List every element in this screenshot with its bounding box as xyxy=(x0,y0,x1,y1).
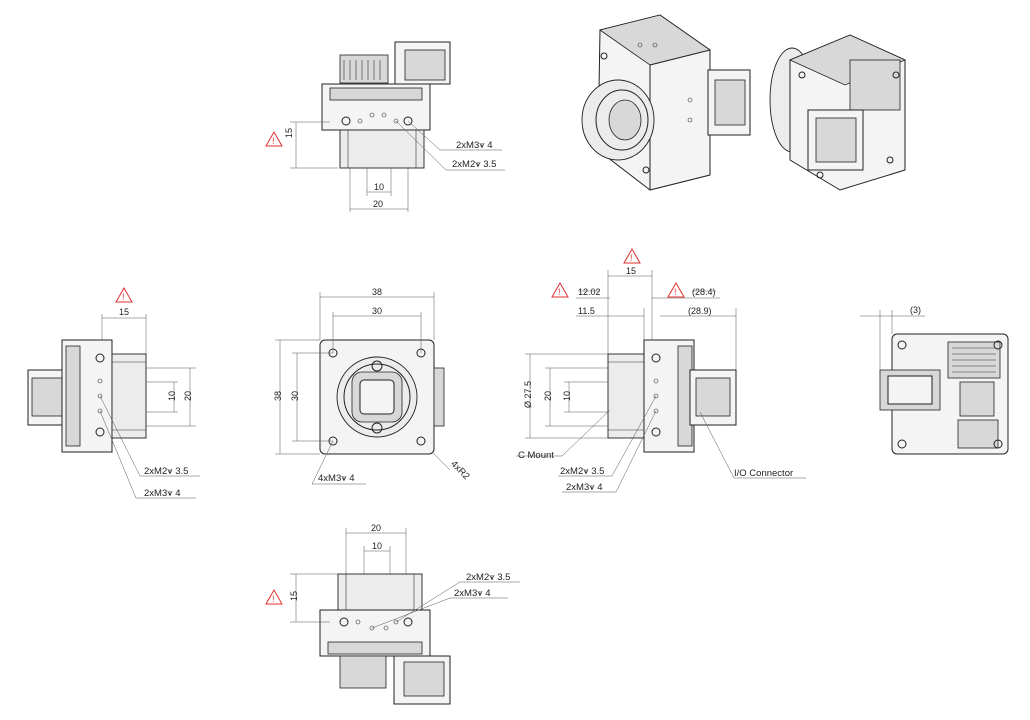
back-view-io-jack-inner xyxy=(887,375,933,405)
bottom-view-dim-inner: 10 xyxy=(372,541,382,551)
front-view-screw xyxy=(371,422,383,434)
left-view-board xyxy=(65,345,81,447)
right-view-dim-10: 10 xyxy=(562,391,572,401)
top-view-callout-m2: 2xM2⩛ 3.5 xyxy=(452,159,496,170)
iso-view-front xyxy=(581,14,751,191)
bottom-view-warning-icon xyxy=(265,588,283,605)
top-view-hole-small xyxy=(381,112,387,118)
front-view: 38 30 38 30 4xM3⩛ 4 4xR2 xyxy=(273,287,472,485)
top-view-warning-icon xyxy=(265,130,283,147)
front-view-side-connector xyxy=(433,367,445,427)
iso-back-top xyxy=(788,34,907,86)
right-view-dim-20: 20 xyxy=(543,391,553,401)
front-view-mount-hole xyxy=(416,436,426,446)
right-view-callout-m3: 2xM3⩛ 4 xyxy=(566,482,603,493)
bottom-view-board xyxy=(327,641,423,655)
top-view-hole-small xyxy=(357,118,363,124)
bottom-view-callout-m2: 2xM2⩛ 3.5 xyxy=(466,572,510,583)
top-view-warning-symbol: ! xyxy=(272,136,275,146)
right-view-warning-icon-3 xyxy=(667,281,685,298)
top-view-dim-height: 15 xyxy=(284,128,294,138)
right-view-label-mount: C Mount xyxy=(518,450,554,461)
bottom-view: 20 10 15 ! 2xM2⩛ 3.5 2xM3⩛ 4 xyxy=(265,523,520,705)
top-view-dim-inner: 10 xyxy=(374,182,384,192)
right-view-dim-28-4: (28.4) xyxy=(692,287,716,297)
right-view-warning-icon-2 xyxy=(551,281,569,298)
right-view-warning-symbol-2: ! xyxy=(558,287,561,297)
right-view-warning-symbol: ! xyxy=(630,253,633,263)
right-view-dim-28-9: (28.9) xyxy=(688,306,712,316)
top-view-hole-small xyxy=(369,112,375,118)
bottom-view-warning-symbol: ! xyxy=(272,594,275,604)
iso-view-back xyxy=(769,34,907,191)
bottom-view-sensor-connector xyxy=(339,655,387,689)
right-view-dim-11-5: 11.5 xyxy=(578,306,595,316)
left-view-callout-m2: 2xM2⩛ 3.5 xyxy=(144,466,188,477)
right-view-dim-diameter: Ø 27.5 xyxy=(523,381,533,408)
top-view-hole-small xyxy=(393,118,399,124)
back-view-chip xyxy=(959,381,995,417)
front-view-dim-width-inner: 30 xyxy=(372,306,382,316)
bottom-view-callout-m3: 2xM3⩛ 4 xyxy=(454,588,491,599)
iso-front-side xyxy=(649,49,711,191)
right-view-dim-12-02: 12.02 xyxy=(578,287,601,297)
top-view-sensor-connector xyxy=(339,54,389,84)
left-view-dim-depth: 15 xyxy=(119,307,129,317)
bottom-view-io-jack-inner xyxy=(403,661,445,697)
bottom-view-dim-outer: 20 xyxy=(371,523,381,533)
right-view-callout-m2: 2xM2⩛ 3.5 xyxy=(560,466,604,477)
back-view-dim-3: (3) xyxy=(910,305,921,315)
top-view: 15 ! 2xM3⩛ 4 2xM2⩛ 3.5 10 20 xyxy=(265,41,505,212)
left-view-warning-symbol: ! xyxy=(122,292,125,302)
front-view-screw xyxy=(371,360,383,372)
bottom-view-lens xyxy=(337,573,423,611)
front-view-callout-holes: 4xM3⩛ 4 xyxy=(318,473,355,484)
back-view-chip-2 xyxy=(957,419,999,449)
iso-front-lens-inner xyxy=(608,99,642,141)
front-view-dim-width-outer: 38 xyxy=(372,287,382,297)
iso-back-io-jack-inner xyxy=(815,117,857,163)
right-view-warning-icon xyxy=(623,247,641,264)
back-view: (3) xyxy=(860,305,1009,455)
right-view-io-jack-inner xyxy=(695,377,731,417)
left-view-callout-m3: 2xM3⩛ 4 xyxy=(144,488,181,499)
top-view-hole xyxy=(403,116,413,126)
top-view-dim-outer: 20 xyxy=(373,199,383,209)
iso-front-io-jack-inner xyxy=(714,79,746,126)
front-view-sensor-window xyxy=(359,379,395,415)
front-view-dim-height-inner: 30 xyxy=(290,391,300,401)
left-view-warning-icon xyxy=(115,286,133,303)
bottom-view-dim-height: 15 xyxy=(289,591,299,601)
left-view-dim-inner: 10 xyxy=(167,391,177,401)
top-view-hole xyxy=(341,116,351,126)
top-view-callout-m3: 2xM3⩛ 4 xyxy=(456,140,493,151)
top-view-lens xyxy=(339,129,425,169)
top-view-board xyxy=(329,87,423,101)
right-view-dim-15: 15 xyxy=(626,266,636,276)
right-view-lens xyxy=(607,353,645,439)
left-view: 15 ! 10 20 2xM2⩛ 3.5 2xM3⩛ 4 xyxy=(27,286,200,499)
iso-back-board xyxy=(849,59,901,111)
left-view-lens xyxy=(111,353,147,439)
top-view-io-jack-inner xyxy=(404,49,446,81)
front-view-callout-radius: 4xR2 xyxy=(448,459,471,482)
right-view-label-io-connector: I/O Connector xyxy=(734,468,793,479)
front-view-dim-height-outer: 38 xyxy=(273,391,283,401)
right-view-warning-symbol-3: ! xyxy=(674,287,677,297)
left-view-dim-outer: 20 xyxy=(183,391,193,401)
right-view: 15 ! ! 12.02 ! (28.4) 11.5 (28.9) Ø 27.5… xyxy=(516,247,806,493)
